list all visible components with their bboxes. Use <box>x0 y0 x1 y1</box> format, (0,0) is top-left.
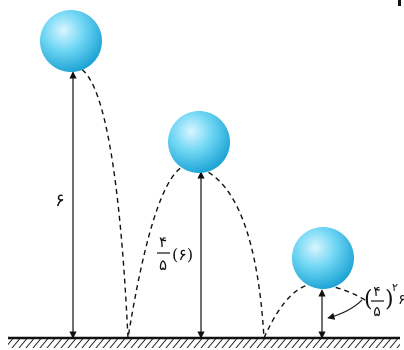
height-label-3-denominator: ۵ <box>373 304 381 320</box>
svg-text:(: ( <box>364 287 373 312</box>
label-3-pointer <box>327 299 363 320</box>
height-label-2-argument: (۶) <box>172 245 193 264</box>
height-label-3-argument: ۶ <box>398 292 404 308</box>
corner-mark <box>398 0 401 6</box>
ball-1 <box>40 10 102 72</box>
height-label-3-exponent: ۲ <box>392 281 398 294</box>
svg-text:): ) <box>385 287 394 312</box>
height-label-1: ۶ <box>55 190 65 211</box>
ground <box>8 336 400 348</box>
height-label-2: ۴ ۵ (۶) <box>157 233 193 274</box>
height-label-2-numerator: ۴ <box>159 233 167 251</box>
ball-3 <box>292 227 354 289</box>
ball-2 <box>168 111 230 173</box>
height-label-2-denominator: ۵ <box>159 256 167 274</box>
height-label-3: ( ۴ ۵ ) ۲ ۶ <box>364 281 404 320</box>
ground-hatching <box>8 338 400 348</box>
trajectory-dashed <box>73 65 366 339</box>
height-label-3-numerator: ۴ <box>373 284 381 300</box>
